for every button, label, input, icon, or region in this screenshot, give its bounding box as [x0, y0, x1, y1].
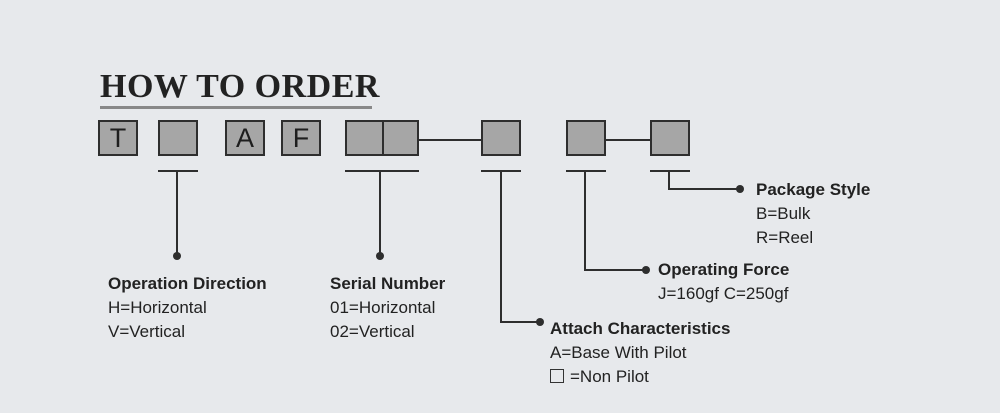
code-box-6	[481, 120, 521, 156]
leader-attach	[500, 171, 540, 323]
label-heading: Operating Force	[658, 260, 790, 279]
empty-square-icon	[550, 369, 564, 383]
label-line: H=Horizontal	[108, 298, 207, 317]
label-line: V=Vertical	[108, 322, 186, 341]
code-box-1: T	[98, 120, 138, 156]
label-line: A=Base With Pilot	[550, 343, 687, 362]
label-serial-number: Serial Number 01=Horizontal 02=Vertical	[330, 272, 445, 344]
label-line-with-box: =Non Pilot	[550, 365, 730, 389]
code-box-7	[566, 120, 606, 156]
code-box-8	[650, 120, 690, 156]
label-line: 02=Vertical	[330, 322, 415, 341]
dot-serial-number	[376, 252, 384, 260]
label-operation-direction: Operation Direction H=Horizontal V=Verti…	[108, 272, 267, 344]
code-box-4: F	[281, 120, 321, 156]
label-package-style: Package Style B=Bulk R=Reel	[756, 178, 870, 250]
dot-operation-direction	[173, 252, 181, 260]
leader-package	[668, 171, 738, 190]
label-heading: Attach Characteristics	[550, 319, 731, 338]
dot-force	[642, 266, 650, 274]
dot-package	[736, 185, 744, 193]
label-operating-force: Operating Force J=160gf C=250gf	[658, 258, 789, 306]
label-line: 01=Horizontal	[330, 298, 436, 317]
label-attach-characteristics: Attach Characteristics A=Base With Pilot…	[550, 317, 730, 389]
label-line: B=Bulk	[756, 204, 811, 223]
dot-attach	[536, 318, 544, 326]
code-box-3: A	[225, 120, 265, 156]
page-title: HOW TO ORDER	[100, 68, 380, 105]
label-line: J=160gf C=250gf	[658, 284, 789, 303]
code-box-2	[158, 120, 198, 156]
label-heading: Serial Number	[330, 274, 446, 293]
code-box-5-serial	[345, 120, 419, 156]
label-line: R=Reel	[756, 228, 814, 247]
label-heading: Package Style	[756, 180, 871, 199]
title-underline	[100, 106, 372, 109]
label-heading: Operation Direction	[108, 274, 267, 293]
leader-force	[584, 171, 646, 271]
